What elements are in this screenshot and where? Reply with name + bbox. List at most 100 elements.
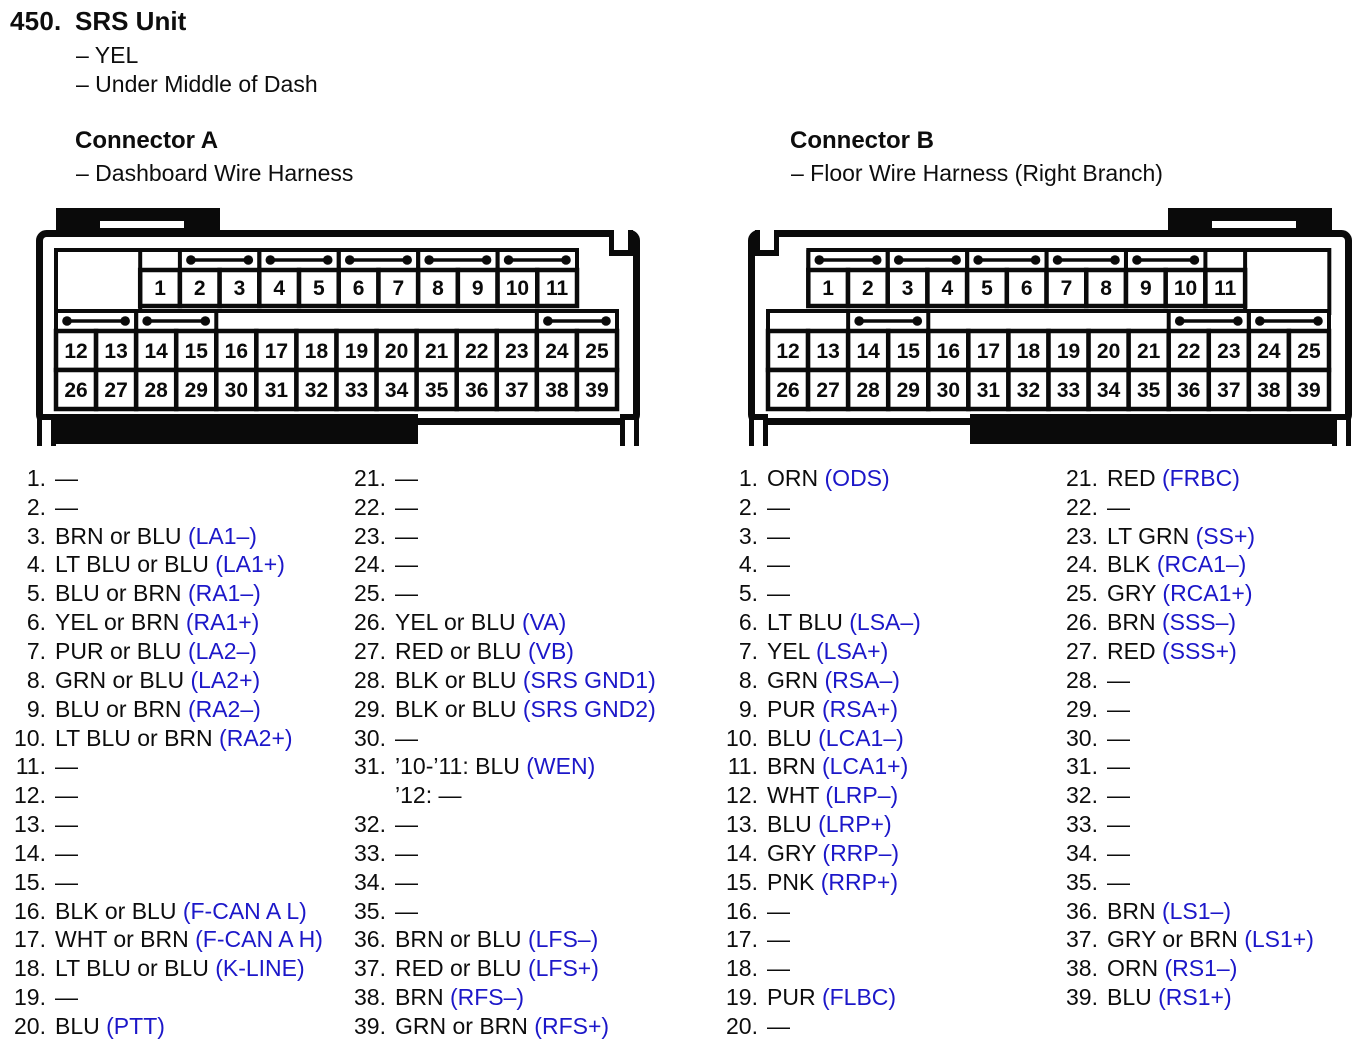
svg-text:1: 1 <box>154 277 166 300</box>
pin-row: 6.YEL or BRN (RA1+) <box>8 608 323 637</box>
pin-number: 15. <box>14 868 46 895</box>
pin-number: 33. <box>354 839 386 866</box>
pin-wire: LT GRN (SS+) <box>1107 522 1256 549</box>
pin-row: 9.PUR (RSA+) <box>720 695 921 724</box>
pin-number: 31. <box>1066 753 1098 780</box>
connector-a-title: Connector A <box>75 127 219 154</box>
pin-row: 11.— <box>8 752 323 781</box>
pin-function-code: (SRS GND2) <box>522 695 656 722</box>
pin-wire: — <box>395 580 418 607</box>
pin-row: 7.YEL (LSA+) <box>720 637 921 666</box>
svg-text:12: 12 <box>776 340 799 363</box>
pin-row: 1.ORN (ODS) <box>720 464 921 493</box>
pin-row: 24.BLK (RCA1–) <box>1060 551 1314 580</box>
pin-number: 38. <box>354 984 386 1011</box>
pin-number: 7. <box>738 637 758 664</box>
pin-row: 19.PUR (FLBC) <box>720 983 921 1012</box>
pin-row: 11.BRN (LCA1+) <box>720 752 921 781</box>
pin-row: 37. GRY or BRN (LS1+) <box>1060 926 1314 955</box>
pin-row: 39.BLU (RS1+) <box>1060 983 1314 1012</box>
pin-number: 26. <box>354 609 386 636</box>
pin-number: 4. <box>738 551 758 578</box>
pin-wire: — <box>55 984 78 1011</box>
pin-list-a-col2: 21.—22.—23.—24.—25.—26.YEL or BLU (VA)27… <box>348 464 656 1041</box>
svg-text:4: 4 <box>941 277 953 300</box>
pin-row: 17.— <box>720 926 921 955</box>
pin-wire: BLK or BLU (F-CAN A L) <box>55 897 307 924</box>
svg-text:29: 29 <box>897 379 920 402</box>
pin-number: 28. <box>1066 666 1098 693</box>
svg-text:31: 31 <box>265 379 289 402</box>
pin-number: 18. <box>726 955 758 982</box>
pin-wire: — <box>1107 868 1130 895</box>
svg-text:19: 19 <box>345 340 368 363</box>
pin-row: 14.GRY (RRP–) <box>720 839 921 868</box>
svg-text:13: 13 <box>104 340 127 363</box>
pin-row: 12.WHT (LRP–) <box>720 781 921 810</box>
pin-wire: — <box>1107 811 1130 838</box>
pin-row: 10.LT BLU or BRN (RA2+) <box>8 724 323 753</box>
pin-row: 34.— <box>1060 839 1314 868</box>
pin-number: 3. <box>26 522 46 549</box>
pin-wire: — <box>1107 782 1130 809</box>
svg-text:26: 26 <box>64 379 87 402</box>
pin-function-code: (RA1–) <box>187 580 261 607</box>
pin-wire: GRY or BRN (LS1+) <box>1107 926 1314 953</box>
pin-wire: BLU or BRN (RA2–) <box>55 695 261 722</box>
pin-number: 2. <box>738 493 758 520</box>
pin-number: 39. <box>1066 984 1098 1011</box>
pin-row: 5. BLU or BRN (RA1–) <box>8 579 323 608</box>
pin-number: 10. <box>14 724 46 751</box>
pin-wire: — <box>1107 753 1130 780</box>
svg-text:23: 23 <box>1217 340 1240 363</box>
svg-text:8: 8 <box>1100 277 1112 300</box>
pin-row: 6.LT BLU (LSA–) <box>720 608 921 637</box>
connector-a-subtitle: – Dashboard Wire Harness <box>76 160 354 186</box>
pin-number: 5. <box>26 580 46 607</box>
pin-number: 20. <box>14 1012 46 1039</box>
pin-number: 24. <box>1066 551 1098 578</box>
svg-text:38: 38 <box>545 379 569 402</box>
pin-wire: GRY (RCA1+) <box>1107 580 1253 607</box>
pin-row: 39.GRN or BRN (RFS+) <box>348 1012 656 1041</box>
svg-text:25: 25 <box>1297 340 1321 363</box>
pin-list-b-col1: 1.ORN (ODS)2.—3.—4.—5.—6.LT BLU (LSA–)7.… <box>720 464 921 1041</box>
pin-wire: — <box>55 493 78 520</box>
pin-number: 24. <box>354 551 386 578</box>
pin-function-code: (RA1+) <box>185 609 260 636</box>
pin-function-code: (SSS–) <box>1161 609 1237 636</box>
pin-row: 37.RED or BLU (LFS+) <box>348 954 656 983</box>
pin-wire: ’10-’11: BLU (WEN) <box>395 753 596 780</box>
pin-wire: RED (FRBC) <box>1107 464 1240 491</box>
pin-wire: RED or BLU (VB) <box>395 637 574 664</box>
svg-text:5: 5 <box>313 277 325 300</box>
pin-function-code: (F-CAN A H) <box>195 926 323 953</box>
pin-row: 10.BLU (LCA1–) <box>720 724 921 753</box>
pin-number: 35. <box>354 897 386 924</box>
svg-text:39: 39 <box>1297 379 1320 402</box>
pin-wire: BLU or BRN (RA1–) <box>55 580 261 607</box>
svg-text:36: 36 <box>465 379 488 402</box>
pin-function-code: (LFS–) <box>527 926 599 953</box>
pin-function-code: (RFS–) <box>449 984 525 1011</box>
pin-number: 13. <box>14 811 46 838</box>
pin-number: 4. <box>26 551 46 578</box>
pin-number: 32. <box>354 811 386 838</box>
pin-row: 24.— <box>348 551 656 580</box>
pin-number: 33. <box>1066 811 1098 838</box>
svg-text:27: 27 <box>816 379 839 402</box>
svg-text:35: 35 <box>425 379 449 402</box>
pin-function-code: (LCA1–) <box>818 724 904 751</box>
pin-wire: — <box>395 522 418 549</box>
pin-number: 23. <box>354 522 386 549</box>
pin-wire: — <box>395 868 418 895</box>
pin-number: 18. <box>14 955 46 982</box>
svg-text:32: 32 <box>1017 379 1040 402</box>
svg-text:6: 6 <box>1021 277 1033 300</box>
pin-number: 36. <box>1066 897 1098 924</box>
svg-text:6: 6 <box>353 277 365 300</box>
svg-text:17: 17 <box>977 340 1000 363</box>
pin-row: 18.LT BLU or BLU (K-LINE) <box>8 954 323 983</box>
pin-number: 37. <box>1066 926 1098 953</box>
